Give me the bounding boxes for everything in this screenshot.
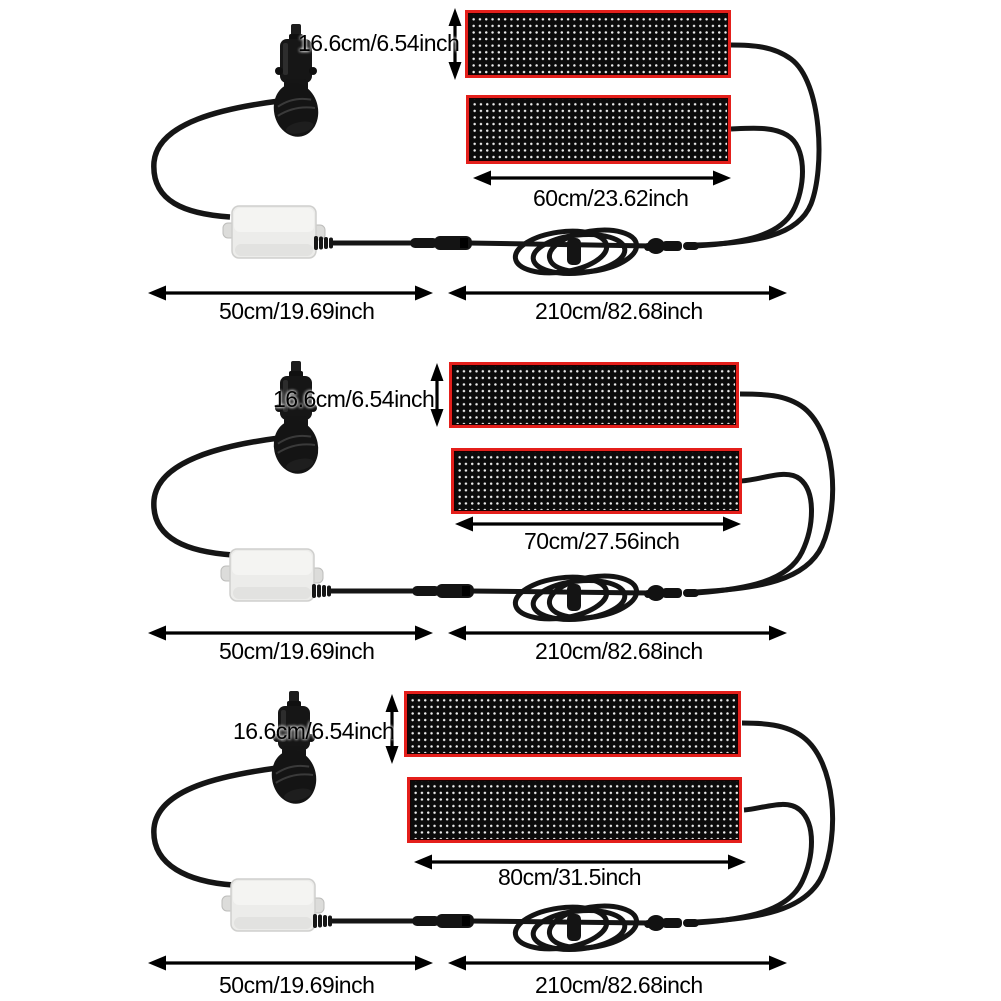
arrowhead-down <box>430 409 444 427</box>
arrowhead-down <box>448 62 462 80</box>
barrel-connector-3 <box>412 914 474 928</box>
arrowhead-right <box>713 170 731 186</box>
arrowhead-right <box>723 516 741 532</box>
width-arrow-70 <box>455 516 741 532</box>
cigarette-plug-2 <box>267 360 325 479</box>
arrowhead-up <box>448 8 462 26</box>
width-arrow-80 <box>414 854 746 870</box>
coil-1 <box>513 224 640 278</box>
coil-2 <box>513 570 640 624</box>
barrel-connector-2 <box>412 584 474 598</box>
arrowhead-left <box>414 854 432 870</box>
led-matrix-panel <box>451 448 742 514</box>
cable-loop-to-bottom-panel <box>695 125 805 249</box>
main-cable-arrow-2 <box>448 625 787 641</box>
connector-pair-1 <box>644 238 699 254</box>
spring-3 <box>313 914 332 928</box>
cable-loop-to-bottom-panel <box>695 801 814 926</box>
cigarette-plug-3 <box>265 690 323 809</box>
width-arrow-60 <box>473 170 731 186</box>
spring-2 <box>312 584 331 598</box>
adapter-cable-arrow-1 <box>148 285 433 301</box>
section-70cm <box>148 360 836 641</box>
section-60cm <box>148 8 822 301</box>
arrowhead-right <box>415 625 433 641</box>
adapter-3 <box>221 878 325 932</box>
adapter-cable-arrow-2 <box>148 625 433 641</box>
coil-3 <box>513 900 640 954</box>
cable-loop-to-top-panel <box>695 391 836 595</box>
led-matrix-panel <box>465 10 731 78</box>
arrowhead-right <box>769 955 787 971</box>
main-cable-arrow-1 <box>448 285 787 301</box>
panel-width-label: 70cm/27.56inch <box>524 528 680 554</box>
arrowhead-up <box>430 363 444 381</box>
led-matrix-panel <box>466 95 731 164</box>
arrowhead-right <box>415 955 433 971</box>
plug-to-adapter-cable <box>151 765 278 888</box>
arrowhead-right <box>728 854 746 870</box>
arrowhead-left <box>148 955 166 971</box>
panel-height-label: 16.6cm/6.54inch <box>233 718 395 744</box>
arrowhead-right <box>769 625 787 641</box>
cable-loop-to-top-panel <box>695 42 822 248</box>
led-matrix-panel <box>407 777 742 843</box>
cable-loop-to-top-panel <box>695 720 836 925</box>
arrowhead-left <box>473 170 491 186</box>
adapter-2 <box>220 548 324 602</box>
led-matrix-panel <box>404 691 741 757</box>
adapter-cable-length-label: 50cm/19.69inch <box>219 972 375 998</box>
height-arrow-60 <box>448 8 462 80</box>
arrowhead-left <box>448 285 466 301</box>
adapter-cable-length-label: 50cm/19.69inch <box>219 298 375 324</box>
panel-height-label: 16.6cm/6.54inch <box>273 386 435 412</box>
arrowhead-left <box>455 516 473 532</box>
height-arrow-80 <box>385 694 399 764</box>
adapter-cable-arrow-3 <box>148 955 433 971</box>
adapter-1 <box>222 205 326 259</box>
connector-pair-2 <box>644 585 699 601</box>
arrowhead-right <box>769 285 787 301</box>
arrowhead-left <box>148 625 166 641</box>
section-80cm <box>148 690 836 971</box>
panel-width-label: 60cm/23.62inch <box>533 185 689 211</box>
main-cable-arrow-3 <box>448 955 787 971</box>
panel-width-label: 80cm/31.5inch <box>498 864 642 890</box>
plug-to-adapter-cable <box>151 98 280 220</box>
arrowhead-left <box>448 625 466 641</box>
led-matrix-panel <box>449 362 739 428</box>
barrel-connector-1 <box>410 236 472 250</box>
panel-height-label: 16.6cm/6.54inch <box>298 30 460 56</box>
arrowhead-left <box>148 285 166 301</box>
arrowhead-right <box>415 285 433 301</box>
arrowhead-up <box>385 694 399 712</box>
main-cable-length-label: 210cm/82.68inch <box>535 972 703 998</box>
cable-loop-to-bottom-panel <box>695 471 814 596</box>
plug-to-adapter-cable <box>151 435 280 558</box>
arrowhead-down <box>385 746 399 764</box>
arrowhead-left <box>448 955 466 971</box>
adapter-cable-length-label: 50cm/19.69inch <box>219 638 375 664</box>
connector-pair-3 <box>644 915 699 931</box>
main-cable-length-label: 210cm/82.68inch <box>535 298 703 324</box>
height-arrow-70 <box>430 363 444 427</box>
main-cable-length-label: 210cm/82.68inch <box>535 638 703 664</box>
